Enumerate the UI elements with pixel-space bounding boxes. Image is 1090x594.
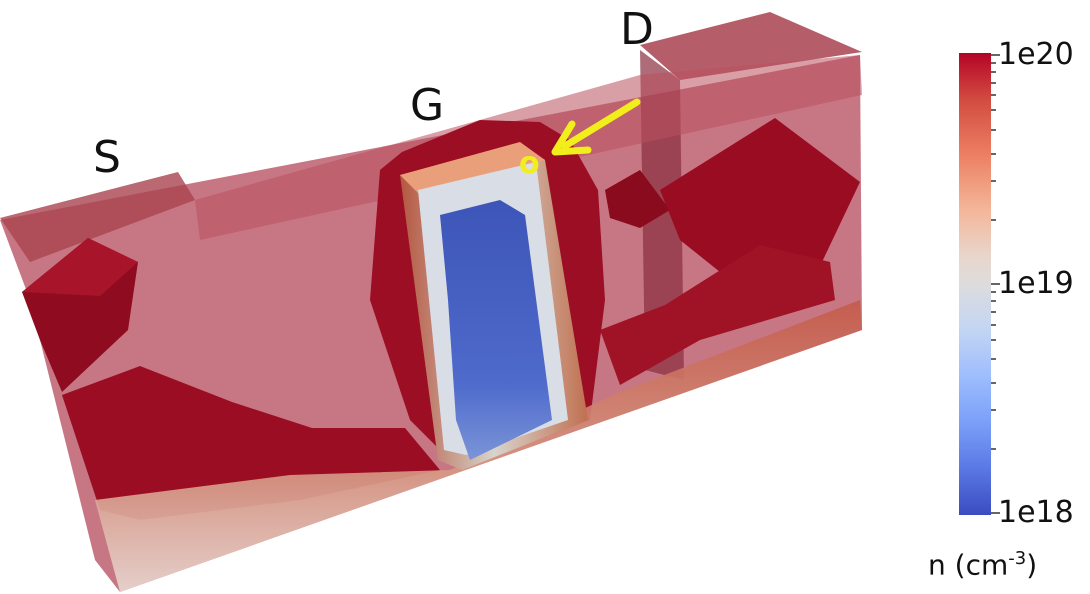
quantity-close: ): [1026, 548, 1038, 582]
colorbar-max-label: 1e20: [998, 37, 1074, 72]
colorbar-mid-label: 1e19: [998, 266, 1074, 301]
gate-channel: [440, 200, 552, 460]
colorbar: [959, 53, 991, 515]
drain-label: D: [620, 4, 654, 55]
substrate-layer: [95, 300, 862, 592]
marker-point: o: [519, 146, 540, 181]
colorbar-min-label: 1e18: [998, 495, 1074, 530]
annotation-arrow: [551, 98, 641, 156]
gate-top-cap: [400, 142, 545, 195]
drain-bottom-region: [600, 245, 835, 385]
arrow-shaft: [561, 98, 641, 150]
drain-cluster: [605, 170, 670, 228]
arrow-head: [551, 120, 592, 156]
drain-contact-block: [640, 12, 862, 80]
colorbar-ticks: [991, 54, 1000, 514]
colorbar-quantity-label: n (cm-3): [928, 550, 1037, 579]
source-contact-block: [0, 172, 195, 262]
gate-label: G: [410, 80, 445, 131]
quantity-text: n (cm: [928, 548, 1009, 582]
drain-cluster-large: [660, 118, 860, 272]
unit-exponent: -3: [1008, 548, 1027, 569]
source-cluster-face: [22, 238, 138, 296]
source-label: S: [93, 132, 121, 183]
gate-fin: [400, 142, 588, 470]
